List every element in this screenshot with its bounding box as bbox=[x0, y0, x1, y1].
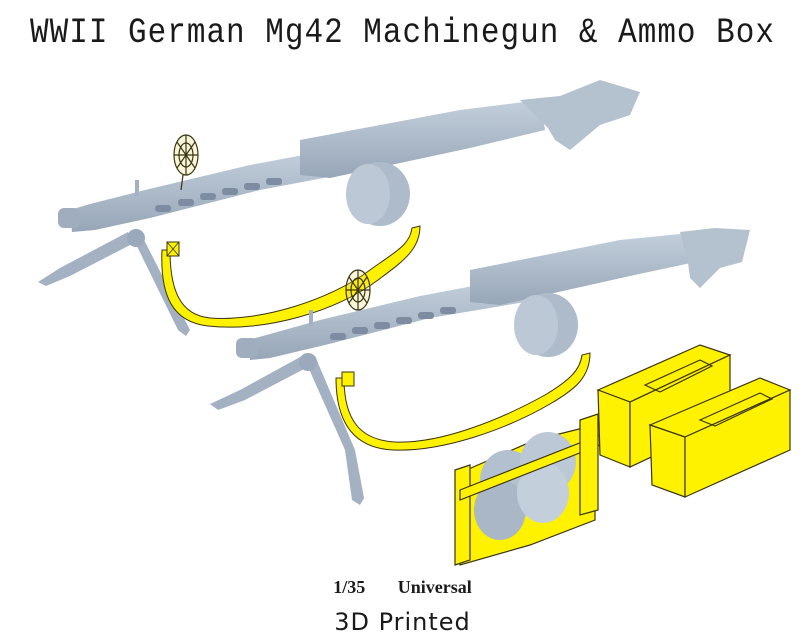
ammo-box-2 bbox=[648, 377, 792, 498]
compatibility-label: Universal bbox=[397, 577, 472, 597]
scale-info: 1/35 Universal bbox=[0, 577, 805, 598]
mg42-rear bbox=[38, 80, 640, 336]
ring-sight-rear bbox=[173, 134, 199, 191]
mg42-front bbox=[210, 228, 750, 505]
process-label: 3D Printed bbox=[334, 608, 471, 636]
scale-label: 1/35 bbox=[333, 577, 366, 597]
drum-carrier bbox=[454, 413, 601, 566]
product-title: WWII German Mg42 Machinegun & Ammo Box bbox=[30, 13, 775, 54]
sling-strap-rear bbox=[161, 225, 421, 328]
ring-sight-front bbox=[345, 269, 371, 311]
sling-strap-front bbox=[335, 352, 591, 451]
